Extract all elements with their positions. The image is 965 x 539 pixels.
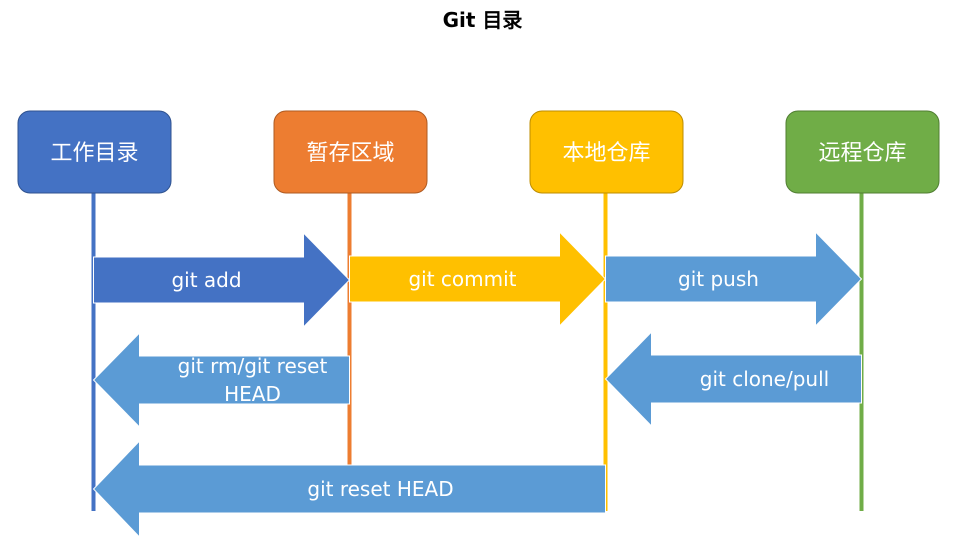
zone-label: 工作目录 [50, 141, 138, 166]
arrow-label: git rm/git reset [178, 354, 328, 378]
arrow-label: HEAD [224, 382, 281, 406]
arrow-label: git reset HEAD [307, 477, 453, 501]
arrow-git-clone-pull: git clone/pull [604, 330, 862, 428]
arrow-shape [92, 439, 606, 539]
diagram-title: Git 目录 [442, 8, 523, 32]
zone-box-shape [273, 110, 428, 194]
arrow-git-reset-head: git reset HEAD [92, 439, 606, 539]
zone-box-1: 工作目录 [17, 110, 172, 194]
zone-box-shape [17, 110, 172, 194]
arrow-label: git add [171, 268, 241, 292]
arrow-git-add: git add [93, 231, 351, 329]
zone-label: 远程仓库 [818, 141, 906, 166]
zone-box-3: 本地仓库 [529, 110, 684, 194]
arrow-shape [604, 330, 862, 428]
arrow-shape [349, 230, 607, 328]
arrow-label: git commit [408, 267, 516, 291]
arrow-git-commit: git commit [349, 230, 607, 328]
arrow-label: git clone/pull [700, 367, 829, 391]
zone-box-shape [529, 110, 684, 194]
zone-label: 暂存区域 [306, 141, 394, 166]
arrow-shape [92, 331, 350, 429]
arrow-shape [605, 230, 863, 328]
arrow-shape [93, 231, 351, 329]
arrow-git-push: git push [605, 230, 863, 328]
zone-box-shape [785, 110, 940, 194]
zone-label: 本地仓库 [562, 141, 650, 166]
zone-box-2: 暂存区域 [273, 110, 428, 194]
zone-box-4: 远程仓库 [785, 110, 940, 194]
arrow-label: git push [678, 267, 759, 291]
